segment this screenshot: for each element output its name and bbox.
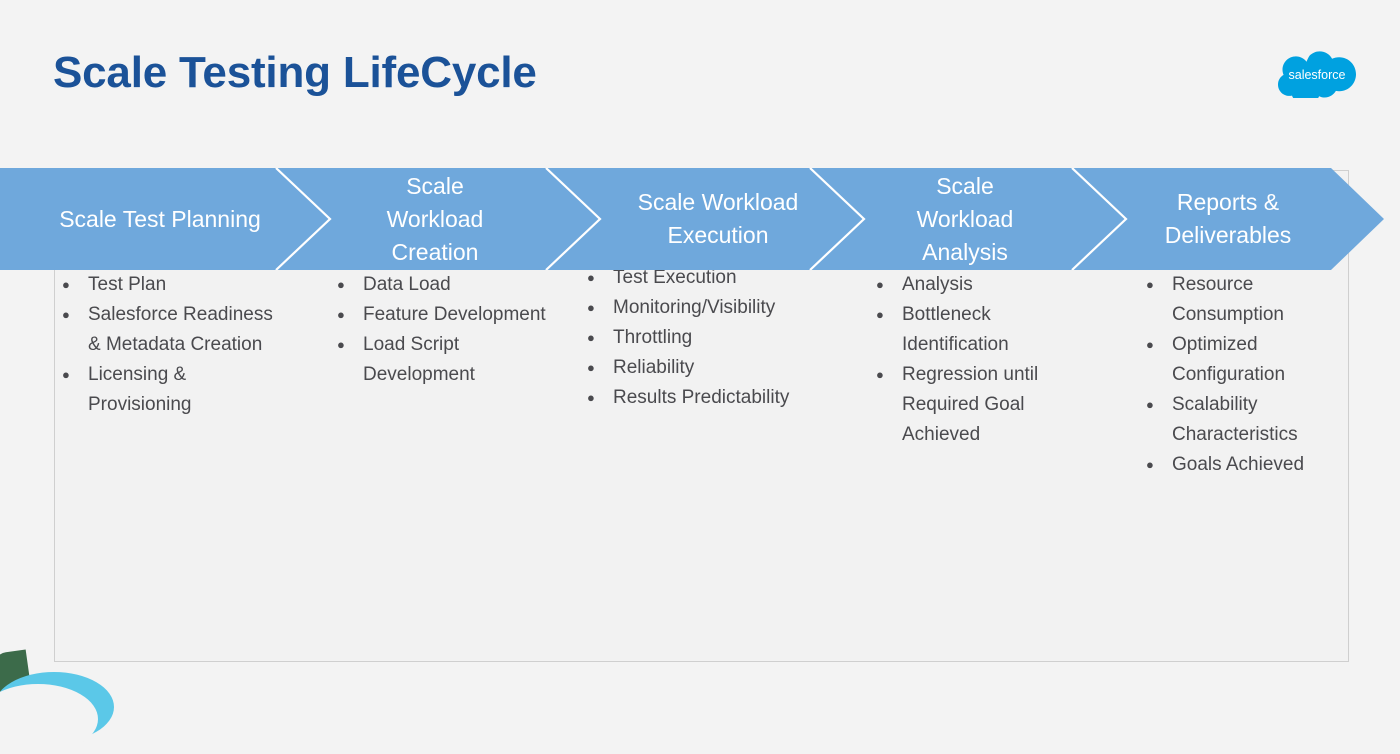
bullet-text: Load Script Development [363,334,475,385]
list-item: ● Feature Development [337,300,547,330]
bullet-text: Test Execution [613,267,737,288]
list-item: ● Data Load [337,270,547,300]
list-item: ● Results Predictability [587,383,887,413]
list-item: ● Scalability Characteristics [1146,390,1351,450]
bullet-text: Throttling [613,327,693,348]
bullet-text: Reliability [613,357,695,378]
bullet-icon: ● [587,300,595,315]
bullet-icon: ● [337,307,345,322]
chevron-divider-3 [809,168,866,270]
bullet-icon: ● [876,277,884,292]
bullet-list-4: ● Analysis ● Bottleneck Identification ●… [876,270,1086,450]
bullet-icon: ● [1146,397,1154,412]
list-item: ● Analysis [876,270,1086,300]
bullet-text: Monitoring/Visibility [613,297,776,318]
bullet-text: Salesforce Readiness & Metadata Creation [88,304,273,355]
bullet-text: Regression until Required Goal Achieved [902,364,1039,445]
bullet-list-2: ● Data Load ● Feature Development ● Load… [337,270,547,390]
list-item: ● Test Plan [62,270,277,300]
bullet-text: Optimized Configuration [1172,334,1286,385]
bullet-list-1: ● Test Plan ● Salesforce Readiness & Met… [62,270,277,420]
list-item: ● Bottleneck Identification [876,300,1086,360]
bullet-text: Analysis [902,274,973,295]
bullet-text: Results Predictability [613,387,790,408]
bullet-icon: ● [876,307,884,322]
list-item: ● Salesforce Readiness & Metadata Creati… [62,300,277,360]
list-item: ● Load Script Development [337,330,547,390]
bullet-text: Feature Development [363,304,546,325]
list-item: ● Resource Consumption [1146,270,1351,330]
list-item: ● Optimized Configuration [1146,330,1351,390]
salesforce-logo: salesforce [1278,46,1356,105]
bullet-icon: ● [587,390,595,405]
stage-detail-column-5: ● Resource Consumption ● Optimized Confi… [1146,270,1351,480]
bullet-text: Scalability Characteristics [1172,394,1298,445]
bullet-text: Resource Consumption [1172,274,1284,325]
bullet-icon: ● [1146,277,1154,292]
stage-detail-column-2: ● Data Load ● Feature Development ● Load… [337,270,547,390]
process-chevron-band: Scale Test Planning Scale Workload Creat… [0,168,1384,270]
list-item: ● Throttling [587,323,887,353]
bullet-list-5: ● Resource Consumption ● Optimized Confi… [1146,270,1351,480]
stage-detail-column-3: ● Test Execution ● Monitoring/Visibility… [587,263,887,413]
bullet-list-3: ● Test Execution ● Monitoring/Visibility… [587,263,887,413]
list-item: ● Monitoring/Visibility [587,293,887,323]
bullet-text: Goals Achieved [1172,454,1305,475]
stage-detail-column-1: ● Test Plan ● Salesforce Readiness & Met… [62,270,277,420]
bullet-icon: ● [337,337,345,352]
bullet-icon: ● [1146,337,1154,352]
page-title: Scale Testing LifeCycle [53,48,537,97]
bullet-text: Test Plan [88,274,167,295]
list-item: ● Regression until Required Goal Achieve… [876,360,1086,450]
bullet-text: Licensing & Provisioning [88,364,192,415]
stage-detail-column-4: ● Analysis ● Bottleneck Identification ●… [876,270,1086,450]
logo-wordmark: salesforce [1289,68,1346,82]
bullet-text: Bottleneck Identification [902,304,1009,355]
chevron-divider-2 [545,168,602,270]
list-item: ● Goals Achieved [1146,450,1351,480]
chevron-band-shape [0,168,1384,270]
bullet-icon: ● [876,367,884,382]
bullet-icon: ● [62,307,70,322]
stage-detail-columns: ● Test Plan ● Salesforce Readiness & Met… [54,267,1347,660]
bullet-icon: ● [587,330,595,345]
list-item: ● Licensing & Provisioning [62,360,277,420]
bullet-icon: ● [62,367,70,382]
bullet-icon: ● [587,360,595,375]
bullet-icon: ● [1146,457,1154,472]
bullet-text: Data Load [363,274,451,295]
list-item: ● Test Execution [587,263,887,293]
chevron-divider-1 [275,168,332,270]
bullet-icon: ● [587,270,595,285]
list-item: ● Reliability [587,353,887,383]
chevron-divider-4 [1071,168,1128,270]
bullet-icon: ● [337,277,345,292]
bullet-icon: ● [62,277,70,292]
